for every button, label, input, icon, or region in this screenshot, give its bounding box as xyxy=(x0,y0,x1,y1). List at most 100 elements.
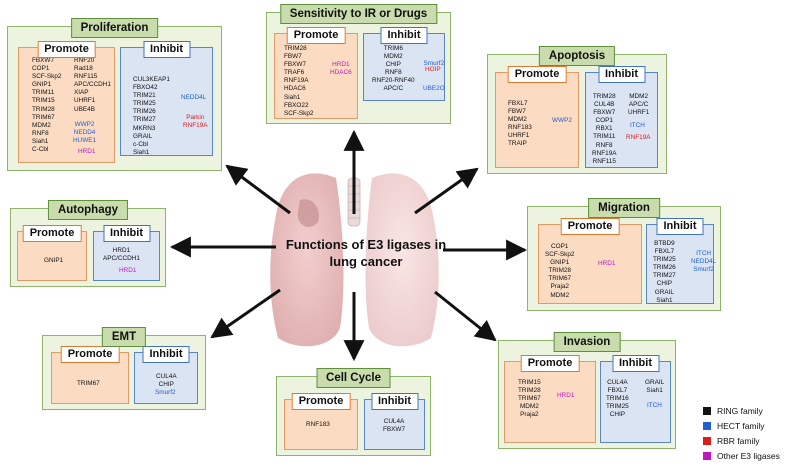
ligase-name: APC/CCDH1 xyxy=(103,255,140,263)
inhibit-label: Inhibit xyxy=(656,218,704,235)
ligase-name: CHIP xyxy=(656,280,672,288)
legend-label: HECT family xyxy=(717,420,765,431)
ligase-list: NEDD4L xyxy=(181,94,206,102)
ligase-name: HRD1 xyxy=(598,260,616,267)
ligase-name: COP1 xyxy=(595,117,613,125)
ligase-name: TRIM26 xyxy=(653,264,676,272)
ligase-name: HRD1 xyxy=(119,267,137,274)
ligase-name: Parkin xyxy=(186,114,205,121)
panel-title: Migration xyxy=(588,198,660,218)
inhibit-label: Inhibit xyxy=(380,27,428,44)
ligase-name: UHRF1 xyxy=(628,109,650,117)
promote-box: Promote GNIP1 xyxy=(17,225,87,281)
ligase-list: HRD1 xyxy=(78,148,95,156)
ligase-name: TRIM15 xyxy=(518,379,541,386)
ligase-name: RNF20-RNF40 xyxy=(372,77,415,85)
ligase-name: MDM2 xyxy=(550,291,570,299)
ligase-name: TRIM28 xyxy=(32,105,55,113)
ligase-name: FBXW7 xyxy=(593,109,616,117)
inhibit-label: Inhibit xyxy=(612,355,659,372)
ligase-name: MDM2 xyxy=(32,121,51,129)
promote-label: Promote xyxy=(507,66,567,83)
ligase-name: MDM2 xyxy=(519,403,539,411)
legend-swatch xyxy=(703,436,711,445)
ligase-name: FBW7 xyxy=(508,108,526,116)
ligase-name: RNF8 xyxy=(384,69,402,77)
ligase-name: TRIM25 xyxy=(606,403,629,411)
ligase-name: UHRF1 xyxy=(508,132,530,140)
ligase-name: GRAIL xyxy=(654,288,674,296)
ligase-name: WWP2 xyxy=(74,121,95,128)
ligase-name: APC/CCDH1 xyxy=(74,81,111,89)
ligase-name: GRAIL xyxy=(133,132,153,140)
ligase-name: ITCH xyxy=(630,122,645,129)
ligase-name: CUL3KEAP1 xyxy=(133,76,170,83)
panel-title: Invasion xyxy=(553,332,621,352)
ligase-name: Siah1 xyxy=(284,93,301,101)
ligase-name: Siah1 xyxy=(646,387,663,395)
ligase-name: FBXL7 xyxy=(607,387,628,395)
ligase-name: TRIM28 xyxy=(518,387,541,395)
ligase-name: CUL4A xyxy=(607,379,628,386)
ligase-name: FBW7 xyxy=(284,53,302,61)
promote-label: Promote xyxy=(560,218,620,235)
ligase-name: FBXL7 xyxy=(654,248,675,256)
inhibit-label: Inhibit xyxy=(142,346,190,363)
ligase-name: ITCH xyxy=(696,250,712,257)
ligase-name: HRD1 xyxy=(332,61,350,68)
ligase-list: TRIM67 xyxy=(77,380,100,388)
ligase-name: HDAC6 xyxy=(330,69,352,77)
ligase-name: WWP2 xyxy=(552,117,572,124)
ligase-list: HRD1 xyxy=(557,392,574,400)
ligase-list: HRD1 xyxy=(119,267,136,275)
ligase-name: HOIP xyxy=(425,66,441,73)
ligase-name: TRIM27 xyxy=(133,116,156,124)
ligase-name: MDM2 xyxy=(629,93,649,100)
ligase-name: RNF19A xyxy=(592,149,617,157)
ligase-name: RNF115 xyxy=(592,157,616,165)
ligase-name: HRD1 xyxy=(557,392,575,399)
ligase-name: UHRF1 xyxy=(74,97,96,105)
ligase-name: TRIM15 xyxy=(32,97,55,105)
ligase-name: APC/C xyxy=(383,85,404,93)
legend-swatch xyxy=(703,406,711,415)
inhibit-label: Inhibit xyxy=(103,225,150,242)
ligase-name: CUL4A xyxy=(383,418,405,425)
ligase-name: MDM2 xyxy=(508,116,527,124)
promote-box: Promote RNF183 xyxy=(284,393,358,450)
panel-title: Cell Cycle xyxy=(316,368,391,388)
promote-label: Promote xyxy=(60,346,120,363)
ligase-name: FBXW7 xyxy=(284,61,307,69)
ligase-list: GNIP1 xyxy=(44,257,63,265)
legend-label: RBR family xyxy=(717,435,760,446)
ligase-name: TRIM28 xyxy=(592,93,616,100)
right-lung xyxy=(365,173,439,347)
promote-label: Promote xyxy=(22,225,82,242)
ligase-name: RNF19A xyxy=(183,122,208,130)
ligase-name: C-Cbl xyxy=(32,146,49,154)
ligase-name: Siah1 xyxy=(32,137,49,145)
ligase-list: ITCH xyxy=(630,122,645,130)
ligase-name: RBX1 xyxy=(595,125,613,133)
ligase-name: TRIM67 xyxy=(32,113,55,121)
left-lung xyxy=(270,173,344,347)
ligase-name: XIAP xyxy=(74,89,89,97)
ligase-name: c-Cbl xyxy=(133,140,148,148)
inhibit-label: Inhibit xyxy=(371,393,418,410)
ligase-name: TRIM67 xyxy=(77,380,100,387)
ligase-name: HRD1 xyxy=(78,148,96,155)
legend-label: Other E3 ligases xyxy=(717,450,780,461)
legend-swatch xyxy=(703,421,711,430)
